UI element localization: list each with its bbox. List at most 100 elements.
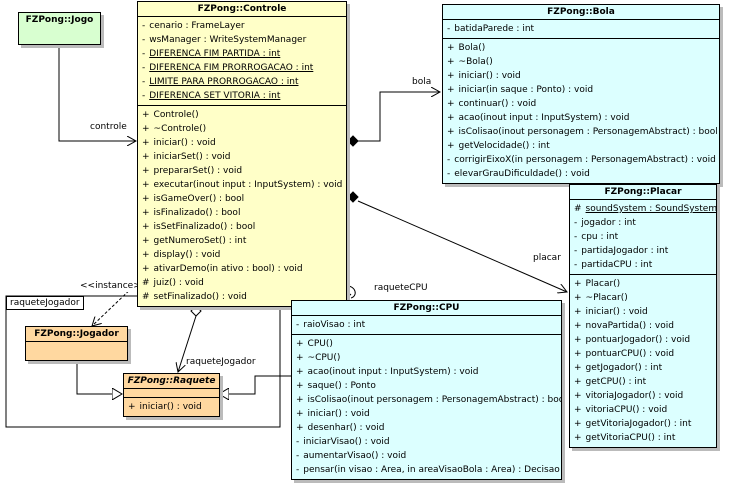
label-raquetecpu: raqueteCPU — [374, 283, 428, 293]
attribute-row: -partidaJogador : int — [570, 244, 716, 258]
visibility-marker: + — [574, 335, 582, 345]
attribute-row: -batidaParede : int — [443, 22, 719, 36]
class-jogo[interactable]: FZPong::Jogo — [18, 12, 101, 45]
member-text: ~Controle() — [153, 124, 207, 134]
method-row: +continuar() : void — [443, 97, 719, 111]
visibility-marker: - — [574, 246, 578, 256]
visibility-marker: + — [574, 321, 582, 331]
member-text: vitoriaCPU() : void — [585, 405, 668, 415]
attributes-section: -batidaParede : int — [443, 20, 719, 39]
visibility-marker: + — [574, 293, 582, 303]
visibility-marker: - — [142, 63, 146, 73]
member-text: iniciarVisao() : void — [303, 437, 390, 447]
visibility-marker: + — [142, 208, 150, 218]
class-controle[interactable]: FZPong::Controle -cenario : FrameLayer-w… — [137, 1, 347, 307]
class-raquete[interactable]: FZPong::Raquete +iniciar() : void — [123, 373, 220, 417]
member-text: prepararSet() : void — [153, 166, 243, 176]
method-row: +iniciar() : void — [443, 69, 719, 83]
visibility-marker: + — [574, 349, 582, 359]
attribute-row: -partidaCPU : int — [570, 258, 716, 272]
visibility-marker: + — [142, 110, 150, 120]
visibility-marker: - — [447, 24, 451, 34]
member-text: LIMITE PARA PRORROGACAO : int — [149, 77, 299, 87]
method-row: -iniciarVisao() : void — [292, 435, 561, 449]
method-row: +Controle() — [138, 108, 346, 122]
method-row: +getCPU() : int — [570, 375, 716, 389]
method-row: -aumentarVisao() : void — [292, 449, 561, 463]
member-text: isFinalizado() : bool — [153, 208, 241, 218]
attribute-row: -DIFERENCA FIM PARTIDA : int — [138, 47, 346, 61]
member-text: getNumeroSet() : int — [153, 236, 247, 246]
attribute-row: #soundSystem : SoundSystem — [570, 202, 716, 216]
method-row: +iniciarSet() : void — [138, 150, 346, 164]
attribute-row: -jogador : int — [570, 216, 716, 230]
visibility-marker: - — [296, 465, 300, 475]
class-title: FZPong::Controle — [138, 2, 346, 17]
visibility-marker: - — [142, 35, 146, 45]
class-title: FZPong::Jogador — [26, 327, 127, 342]
member-text: corrigirEixoX(in personagem : Personagem… — [454, 155, 716, 165]
visibility-marker: + — [574, 433, 582, 443]
method-row: -corrigirEixoX(in personagem : Personage… — [443, 153, 719, 167]
class-bola[interactable]: FZPong::Bola -batidaParede : int +Bola()… — [442, 4, 720, 184]
methods-section: +Placar()+~Placar()+iniciar() : void+nov… — [570, 275, 716, 447]
member-text: DIFERENCA FIM PRORROGACAO : int — [149, 63, 314, 73]
visibility-marker: - — [447, 155, 451, 165]
visibility-marker: + — [142, 124, 150, 134]
class-placar[interactable]: FZPong::Placar #soundSystem : SoundSyste… — [569, 184, 717, 448]
method-row: +ativarDemo(in ativo : bool) : void — [138, 262, 346, 276]
jogador-generalization — [76, 360, 122, 394]
member-text: Bola() — [458, 43, 486, 53]
member-text: iniciar() : void — [139, 402, 202, 412]
member-text: iniciar() : void — [307, 409, 370, 419]
member-text: setFinalizado() : void — [153, 292, 247, 302]
methods-section: +Bola()+~Bola()+iniciar() : void+iniciar… — [443, 39, 719, 183]
method-row: +isSetFinalizado() : bool — [138, 220, 346, 234]
class-cpu[interactable]: FZPong::CPU -raioVisao : int +CPU()+~CPU… — [291, 300, 562, 480]
visibility-marker: + — [142, 166, 150, 176]
method-row: #setFinalizado() : void — [138, 290, 346, 304]
attributes-section — [124, 389, 219, 398]
method-row: +Bola() — [443, 41, 719, 55]
method-row: +desenhar() : void — [292, 421, 561, 435]
visibility-marker: + — [296, 381, 304, 391]
attribute-row: -cpu : int — [570, 230, 716, 244]
visibility-marker: - — [296, 451, 300, 461]
visibility-marker: + — [447, 113, 455, 123]
member-text: getVitoriaCPU() : int — [585, 433, 676, 443]
visibility-marker: - — [142, 77, 146, 87]
visibility-marker: + — [128, 402, 136, 412]
visibility-marker: + — [296, 367, 304, 377]
visibility-marker: + — [574, 391, 582, 401]
method-row: +saque() : Ponto — [292, 379, 561, 393]
member-text: CPU() — [307, 339, 333, 349]
method-row: #juiz() : void — [138, 276, 346, 290]
member-text: pontuarJogador() : void — [585, 335, 691, 345]
member-text: vitoriaJogador() : void — [585, 391, 684, 401]
method-row: +prepararSet() : void — [138, 164, 346, 178]
method-row: +iniciar() : void — [570, 305, 716, 319]
class-jogador[interactable]: FZPong::Jogador — [25, 326, 128, 361]
method-row: +getJogador() : int — [570, 361, 716, 375]
member-text: DIFERENCA FIM PARTIDA : int — [149, 49, 281, 59]
attributes-section: #soundSystem : SoundSystem-jogador : int… — [570, 200, 716, 275]
member-text: isColisao(inout personagem : PersonagemA… — [458, 127, 718, 137]
method-row: +isColisao(inout personagem : Personagem… — [443, 125, 719, 139]
member-text: raioVisao : int — [303, 320, 366, 330]
method-row: +acao(inout input : InputSystem) : void — [443, 111, 719, 125]
member-text: novaPartida() : void — [585, 321, 674, 331]
visibility-marker: + — [447, 57, 455, 67]
visibility-marker: + — [574, 307, 582, 317]
method-row: +iniciar() : void — [292, 407, 561, 421]
methods-section: +CPU()+~CPU()+acao(inout input : InputSy… — [292, 335, 561, 479]
member-text: pensar(in visao : Area, in areaVisaoBola… — [303, 465, 560, 475]
visibility-marker: # — [142, 292, 150, 302]
method-row: +pontuarCPU() : void — [570, 347, 716, 361]
member-text: isColisao(inout personagem : PersonagemA… — [307, 395, 561, 405]
member-text: continuar() : void — [458, 99, 537, 109]
class-title: FZPong::Placar — [570, 185, 716, 200]
member-text: iniciar(in saque : Ponto) : void — [458, 85, 594, 95]
member-text: acao(inout input : InputSystem) : void — [458, 113, 630, 123]
visibility-marker: + — [142, 236, 150, 246]
attribute-row: -cenario : FrameLayer — [138, 19, 346, 33]
